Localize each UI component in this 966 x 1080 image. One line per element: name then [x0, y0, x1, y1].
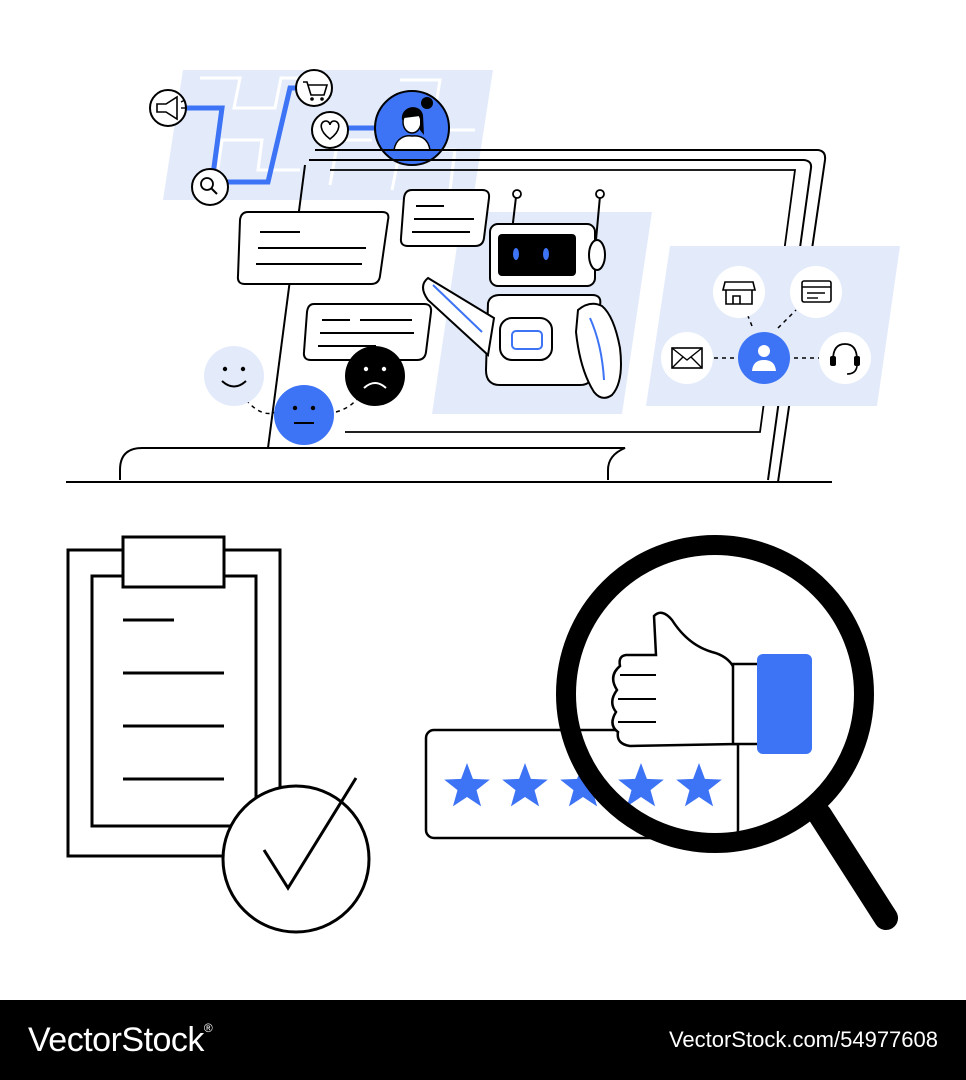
megaphone-icon [149, 89, 187, 127]
sad-face-icon [345, 346, 405, 406]
footer-bar: VectorStock® VectorStock.com/54977608 [0, 1000, 966, 1080]
smile-face-icon [204, 346, 264, 406]
user-icon [738, 332, 790, 384]
registered-mark: ® [203, 1020, 213, 1035]
star-icon [676, 763, 722, 807]
woman-avatar-icon [374, 90, 450, 166]
store-icon [713, 266, 765, 318]
chat-bubble [399, 189, 491, 247]
brand-logo: VectorStock® [28, 1021, 213, 1060]
star-icon [502, 763, 548, 807]
heart-icon [311, 111, 349, 149]
chat-bubble [302, 303, 433, 361]
star-icon [444, 763, 490, 807]
headset-icon [819, 332, 871, 384]
chat-bubble [236, 211, 390, 285]
checkmark-icon [221, 777, 371, 934]
star-icon [618, 763, 664, 807]
search-icon [191, 168, 229, 206]
envelope-icon [661, 332, 713, 384]
neutral-face-icon [274, 385, 334, 445]
thumbs-up-icon [611, 611, 812, 754]
star-icon [560, 763, 606, 807]
illustration [66, 69, 900, 934]
brand-name: VectorStock [28, 1020, 204, 1059]
star-rating-card [424, 728, 740, 840]
stock-id: VectorStock.com/54977608 [668, 1027, 938, 1052]
browser-window-icon [790, 266, 842, 318]
clipboard-icon [66, 535, 282, 858]
robot-icon [422, 189, 652, 414]
magnifying-glass-icon [556, 535, 898, 930]
cart-icon [295, 69, 333, 107]
